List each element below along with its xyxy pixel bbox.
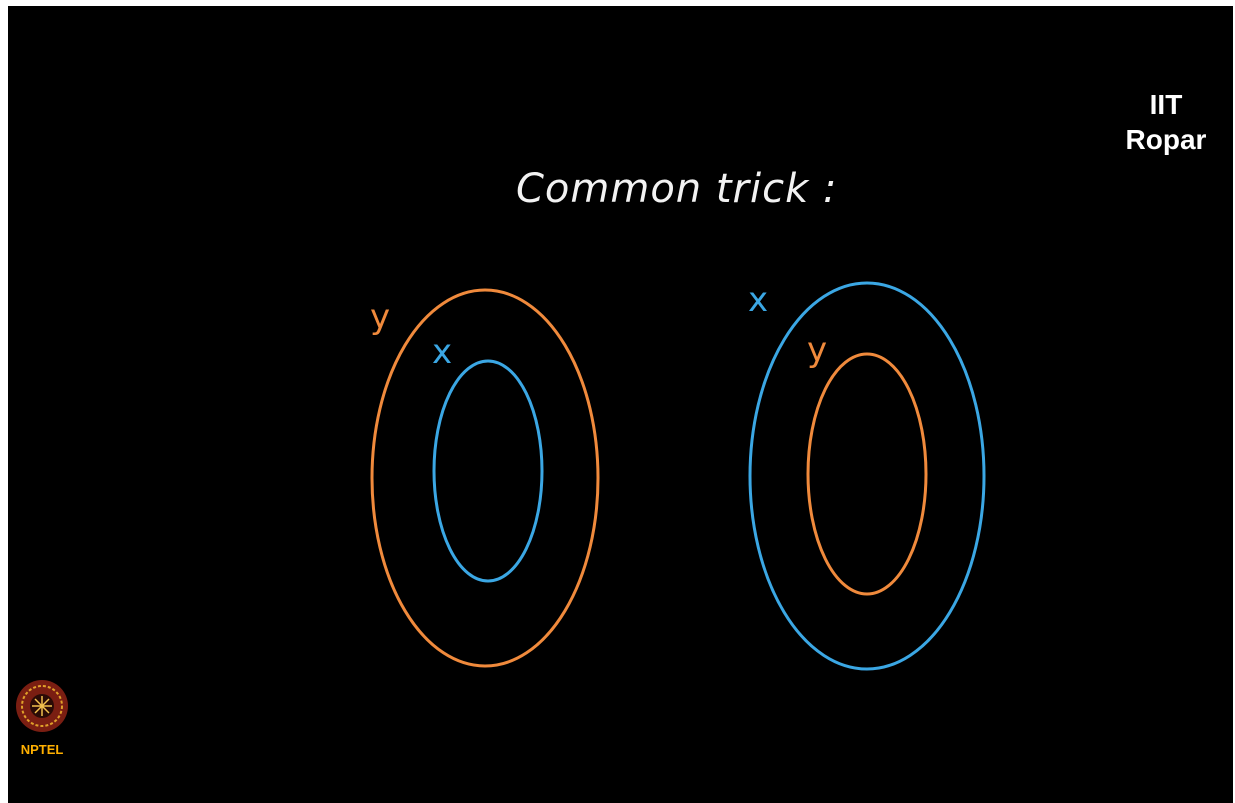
right-inner-label: y — [807, 330, 827, 370]
left-inner-set-x — [432, 359, 544, 583]
right-outer-label: x — [748, 280, 768, 320]
nptel-logo-star-icon — [32, 696, 52, 716]
left-outer-label: y — [370, 297, 390, 337]
slide-title: Common trick : — [516, 166, 837, 212]
left-outer-set-y — [370, 288, 600, 668]
nptel-logo: NPTEL — [16, 680, 68, 757]
left-inner-label: x — [432, 332, 452, 372]
right-set-diagram: x y — [748, 280, 986, 671]
slide-canvas: Common trick : IIT Ropar y x x y — [16, 89, 1207, 757]
nptel-logo-dotted-ring — [21, 685, 63, 727]
institution-name-line1: IIT — [1150, 89, 1183, 120]
right-outer-set-x — [748, 281, 986, 671]
institution-name-line2: Ropar — [1126, 124, 1207, 155]
left-set-diagram: y x — [370, 288, 600, 668]
right-inner-set-y — [806, 352, 928, 596]
lecture-slide: Common trick : IIT Ropar y x x y — [8, 6, 1233, 803]
nptel-logo-text: NPTEL — [21, 742, 64, 757]
